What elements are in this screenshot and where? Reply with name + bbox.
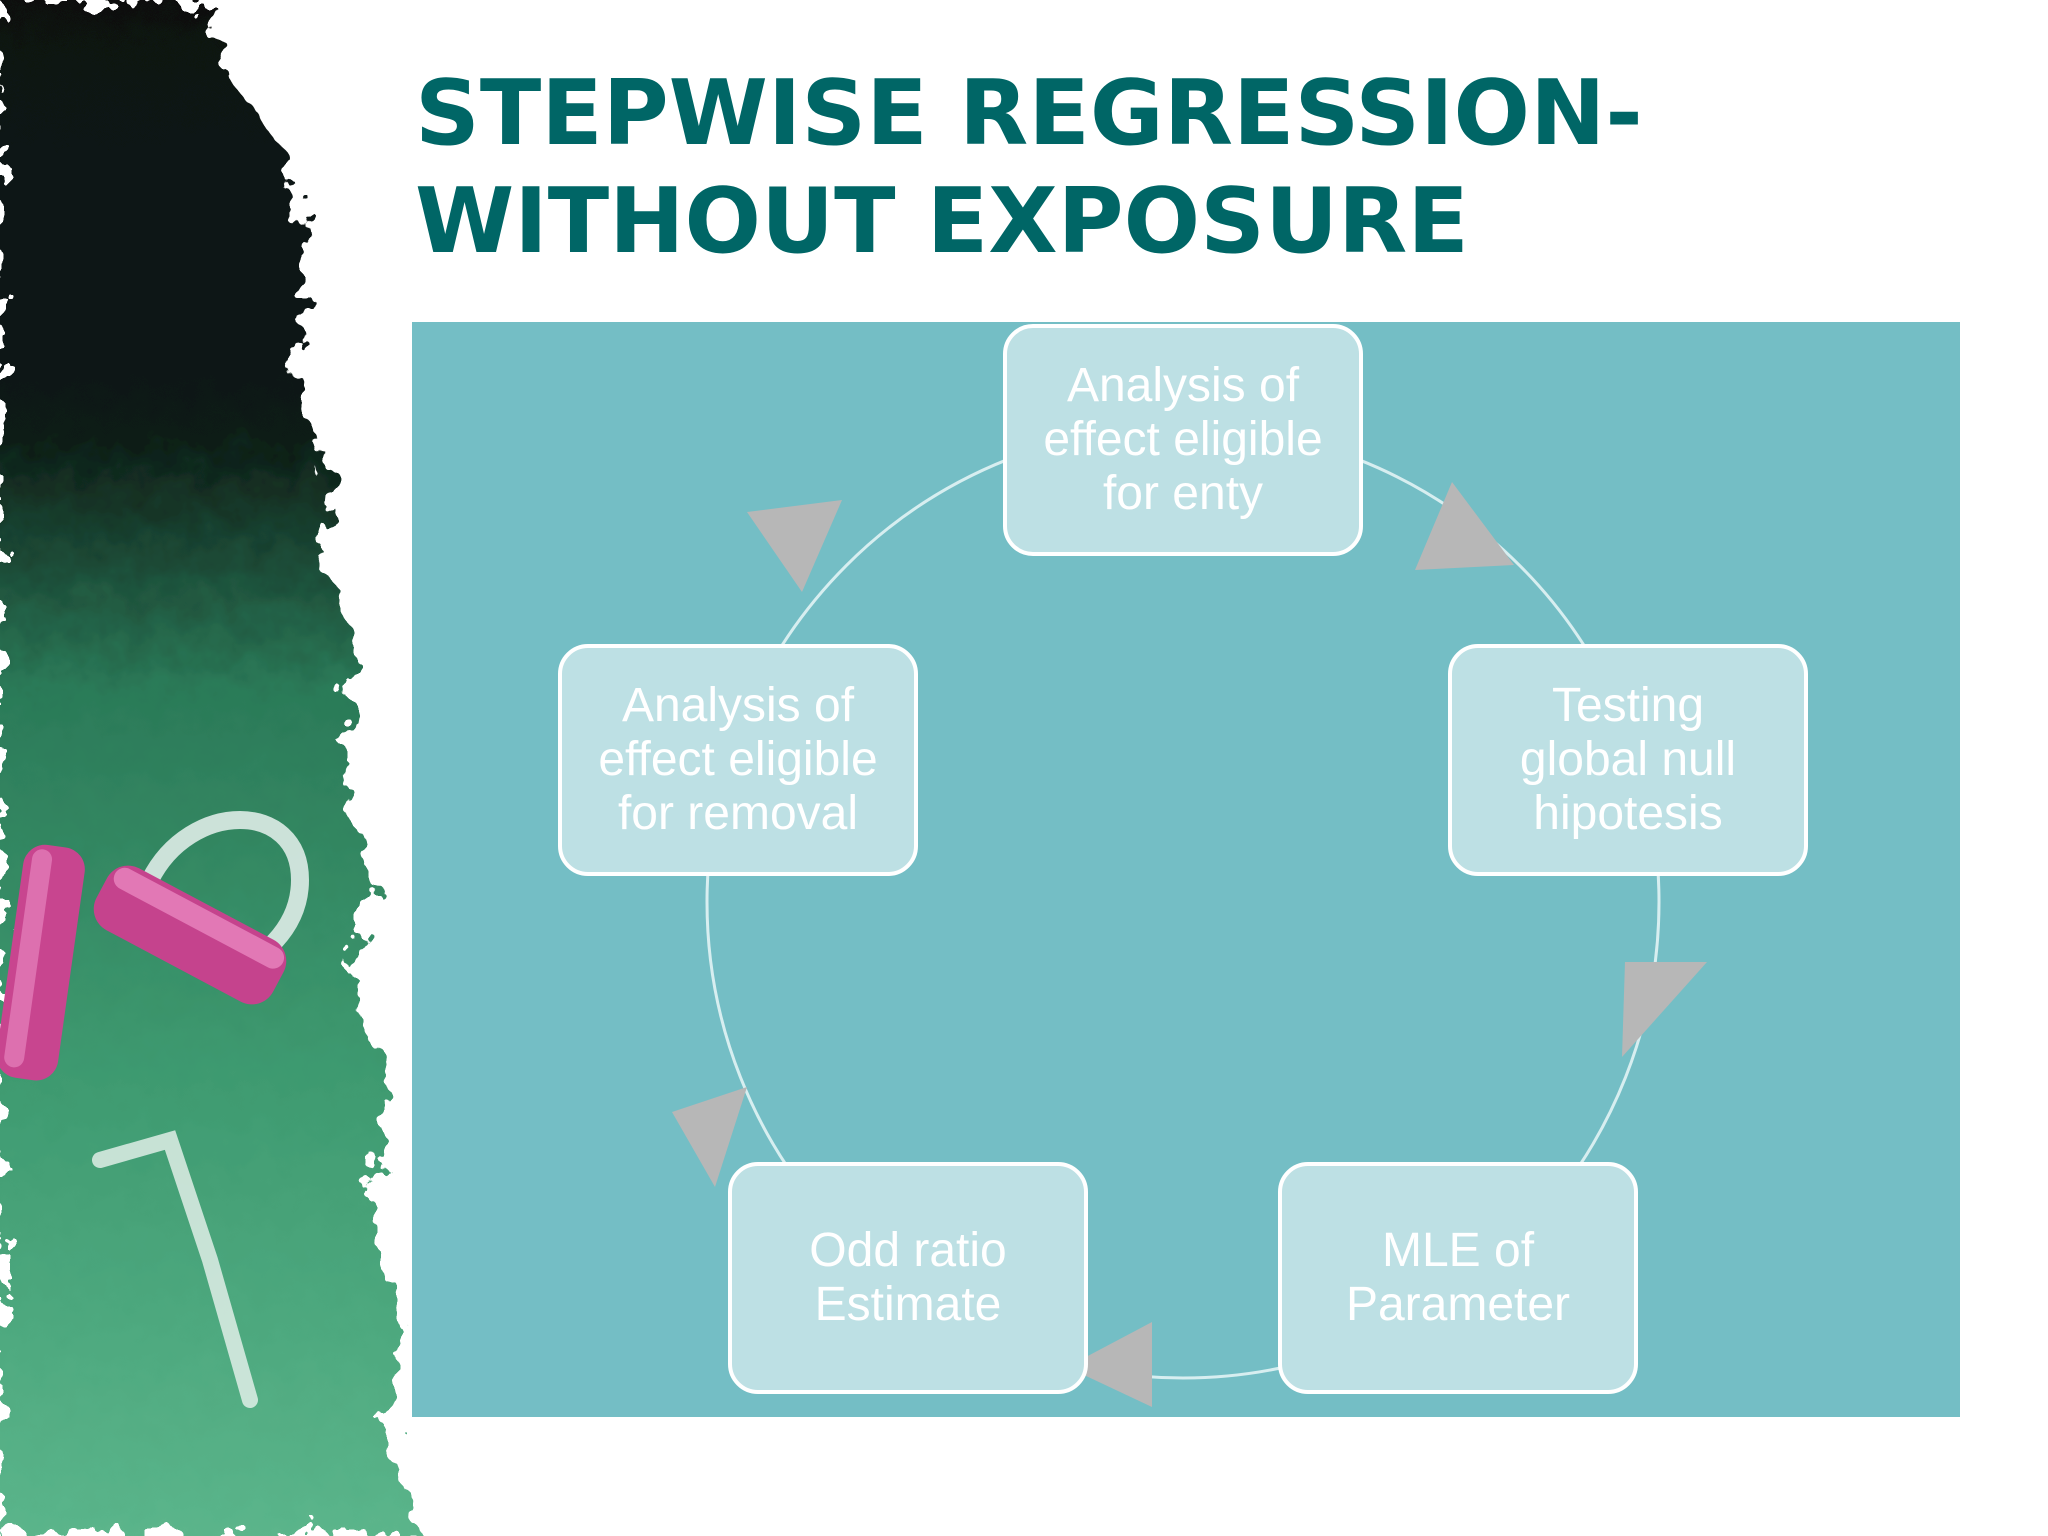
cycle-diagram: Analysis of effect eligible for enty Tes… — [412, 322, 1960, 1417]
title-line-1: STEPWISE REGRESSION- — [415, 61, 1643, 166]
arrow-odds-ratio-to-removal — [672, 1087, 747, 1187]
node-mle-label: MLE of Parameter — [1345, 1224, 1571, 1331]
arrow-removal-to-entry — [747, 500, 842, 592]
arrow-global-null-to-mle — [1622, 962, 1707, 1057]
node-removal: Analysis of effect eligible for removal — [558, 644, 918, 876]
chalkboard-decoration — [0, 0, 420, 1536]
node-global-null-label: Testing global null hipotesis — [1519, 679, 1737, 840]
node-entry-label: Analysis of effect eligible for enty — [1043, 359, 1323, 520]
node-odds-ratio: Odd ratio Estimate — [728, 1162, 1088, 1394]
node-removal-label: Analysis of effect eligible for removal — [598, 679, 878, 840]
node-global-null: Testing global null hipotesis — [1448, 644, 1808, 876]
arrow-entry-to-global-null — [1415, 482, 1514, 570]
node-odds-ratio-label: Odd ratio Estimate — [809, 1224, 1007, 1331]
title-line-2: WITHOUT EXPOSURE — [415, 169, 1469, 274]
arrow-mle-to-odds-ratio — [1067, 1322, 1152, 1407]
node-entry: Analysis of effect eligible for enty — [1003, 324, 1363, 556]
node-mle: MLE of Parameter — [1278, 1162, 1638, 1394]
page-title: STEPWISE REGRESSION- WITHOUT EXPOSURE — [415, 60, 1915, 276]
